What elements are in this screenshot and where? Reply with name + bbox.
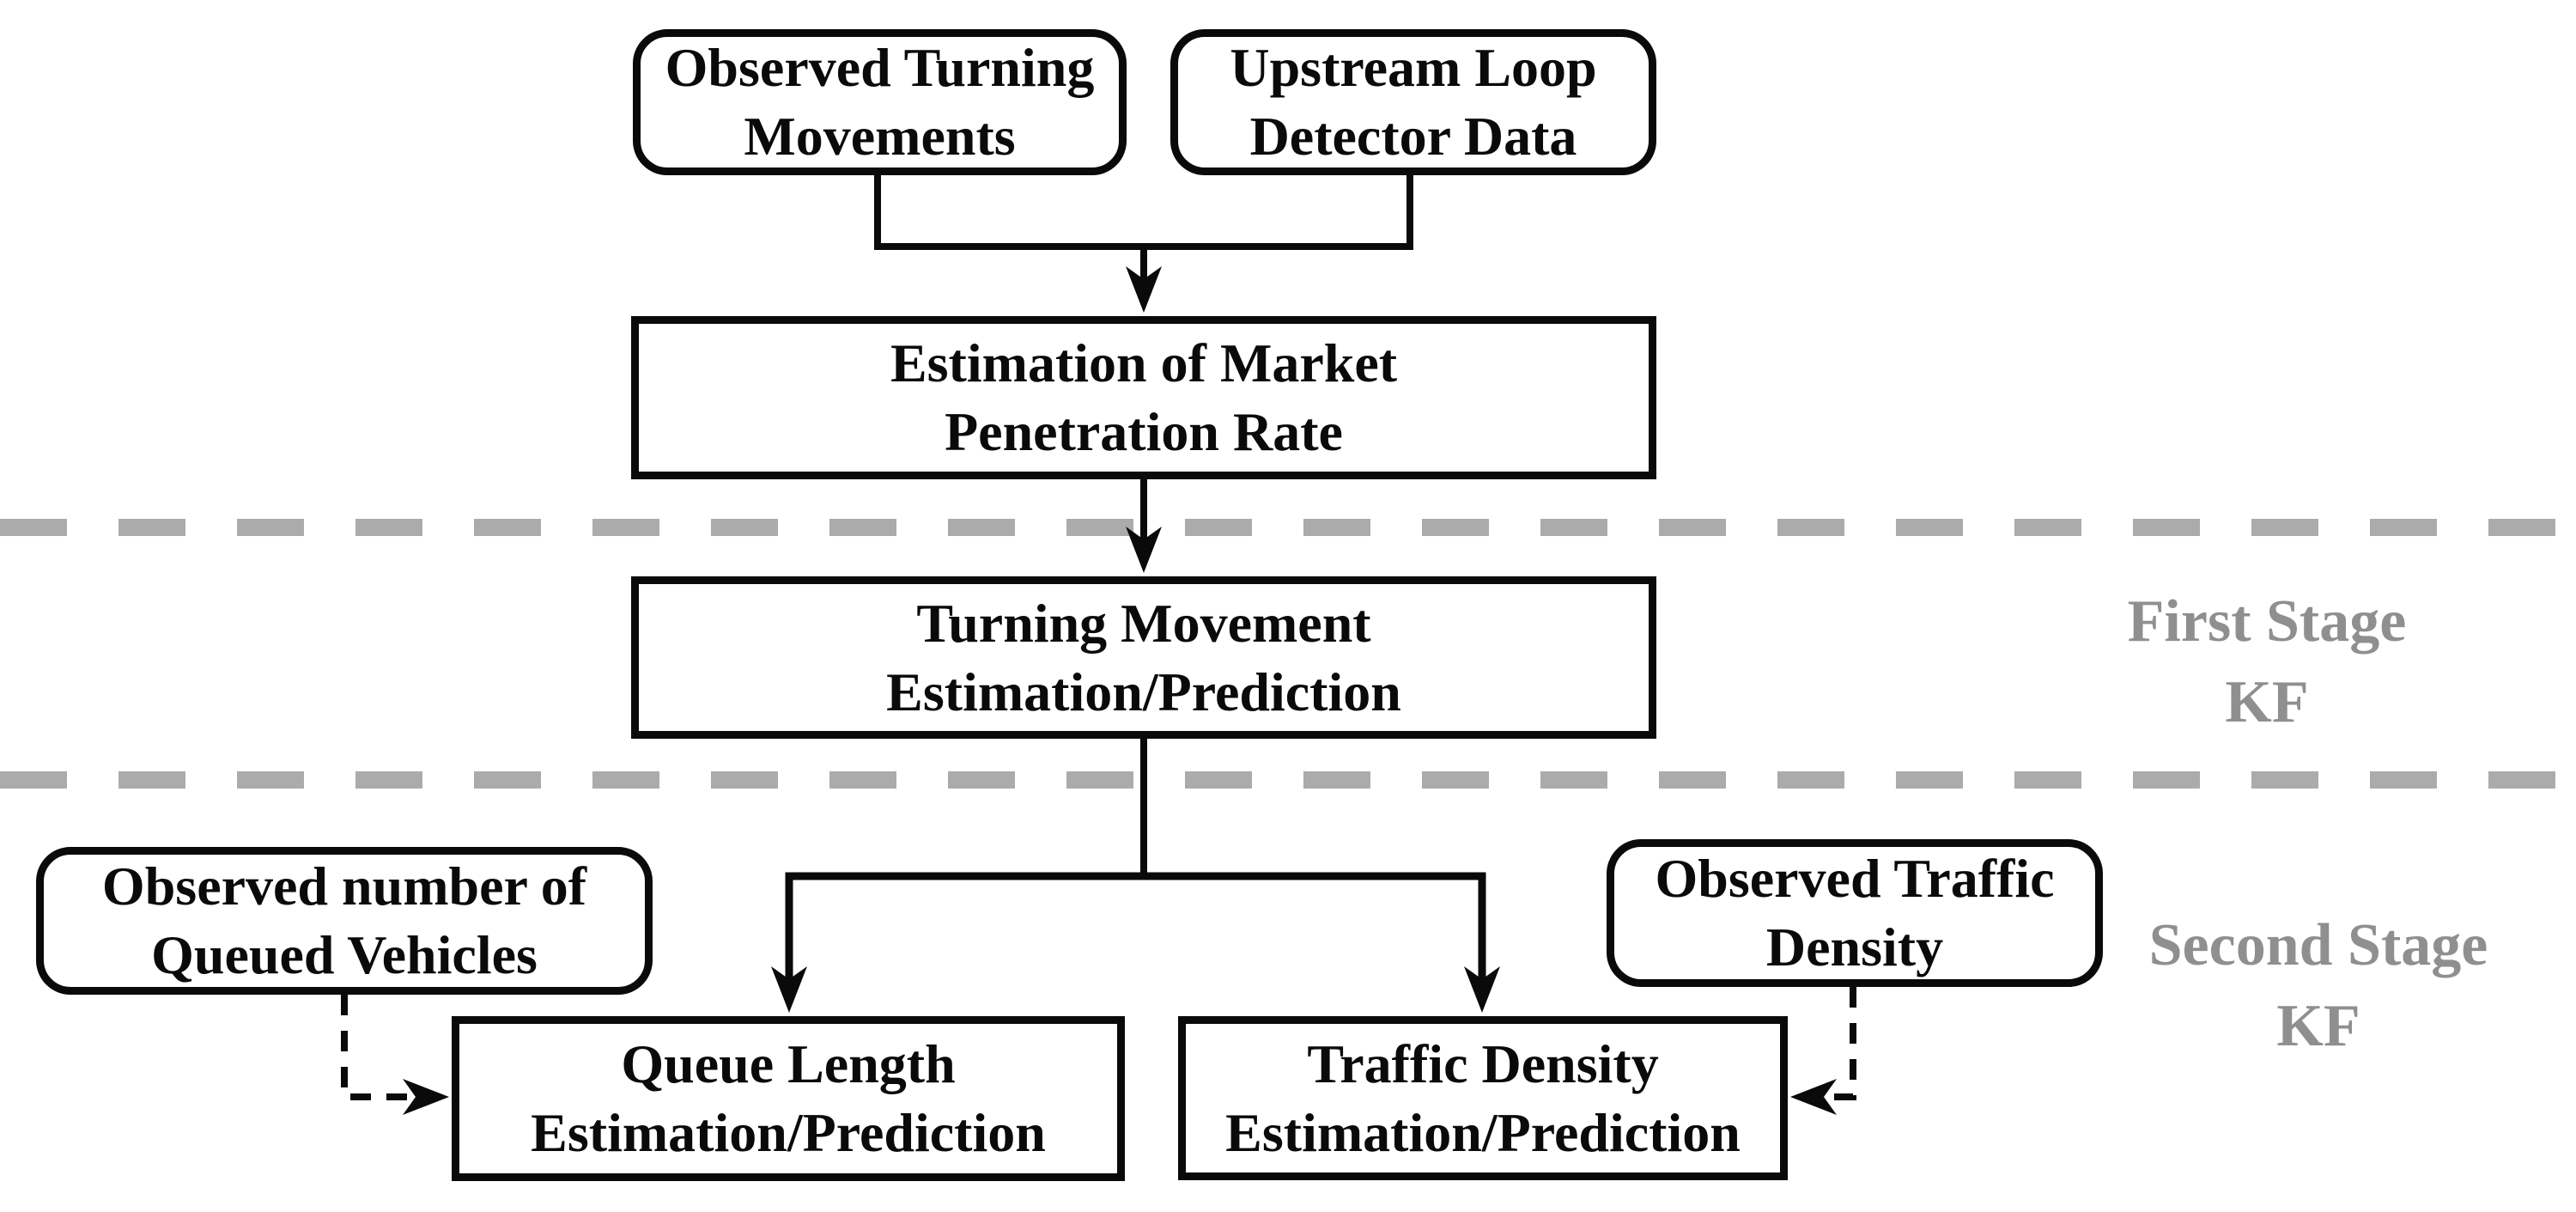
arrowhead-turning-movement — [1126, 527, 1162, 573]
edge-observed-queued-dashed — [341, 995, 410, 1100]
arrowhead-market-penetration — [1126, 266, 1162, 313]
node-traffic-density-estimation: Traffic Density Estimation/Prediction — [1178, 1016, 1788, 1180]
edge-inputs-merge — [874, 172, 1413, 250]
node-observed-traffic-density: Observed Traffic Density — [1607, 839, 2103, 987]
node-market-penetration-estimation: Estimation of Market Penetration Rate — [631, 316, 1656, 479]
label-second-stage-kf: Second Stage KF — [2148, 912, 2488, 1059]
node-observed-turning-movements: Observed Turning Movements — [633, 29, 1127, 175]
node-turning-movement-estimation: Turning Movement Estimation/Prediction — [631, 576, 1656, 739]
node-queue-length-estimation: Queue Length Estimation/Prediction — [452, 1016, 1125, 1181]
arrowhead-observed-queued — [403, 1079, 449, 1115]
arrowhead-traffic-density — [1464, 966, 1500, 1013]
node-observed-queued-vehicles: Observed number of Queued Vehicles — [36, 847, 653, 995]
node-upstream-loop-detector-data: Upstream Loop Detector Data — [1170, 29, 1656, 175]
arrowhead-queue-length — [771, 966, 807, 1013]
edge-branch-tee — [785, 872, 1486, 988]
label-first-stage-kf: First Stage KF — [2127, 588, 2407, 735]
arrowhead-observed-density — [1790, 1079, 1837, 1115]
edge-observed-density-dashed — [1829, 987, 1856, 1100]
